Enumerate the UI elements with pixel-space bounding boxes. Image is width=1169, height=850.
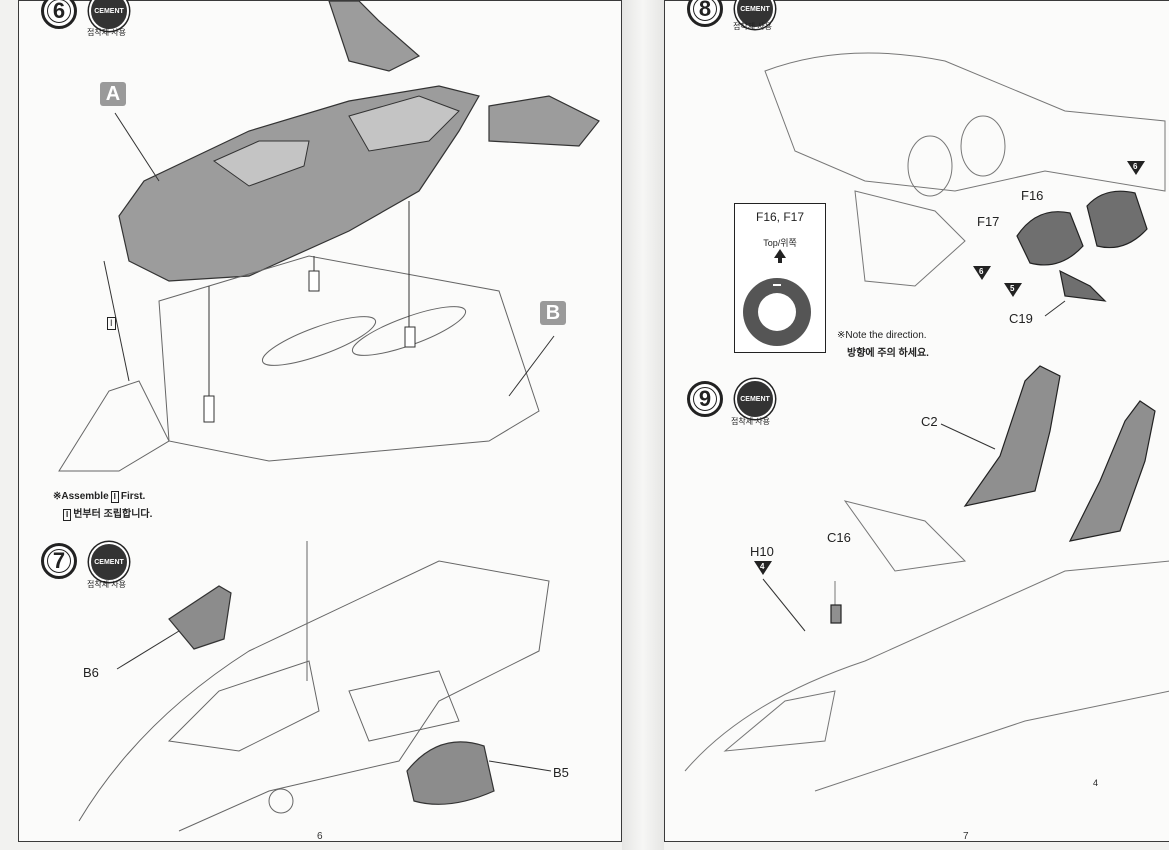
page-number: 6 <box>317 831 323 842</box>
vertical-tail-part <box>328 1 421 72</box>
right-page-drawing <box>684 52 1169 792</box>
direction-note-line2: 방향에 주의 하세요. <box>847 348 929 359</box>
note-prefix: ※Assemble <box>53 491 109 502</box>
nozzle-ring-diagram <box>743 278 811 346</box>
part-f17-shape <box>1016 211 1084 266</box>
part-label-f17: F17 <box>977 214 1000 229</box>
pin-part <box>203 395 215 423</box>
right-page: 8 CEMENT 접착제 사용 F16 F17 C19 6 5 6 ※Note … <box>664 0 1169 842</box>
step-6-number: 6 <box>41 0 77 29</box>
leader-b <box>508 335 555 397</box>
leader-b6 <box>116 630 180 670</box>
part-label-h10: H10 <box>750 544 774 559</box>
page-gutter <box>622 0 664 850</box>
cement-caption: 접착제 사용 <box>733 22 773 31</box>
triangle-label: 6 <box>1133 162 1138 171</box>
nozzle-ring-hole <box>758 293 796 331</box>
triangle-marker-4: 4 <box>754 561 772 575</box>
cement-icon: CEMENT <box>89 542 129 582</box>
part-b6-shape <box>168 585 232 650</box>
pin-part <box>404 326 416 348</box>
direction-inset-box: F16, F17 Top/위쪽 <box>734 203 826 353</box>
cockpit-canopy-area <box>723 690 836 752</box>
inset-top-label: Top/위쪽 <box>763 238 797 248</box>
part-c19-shape <box>1059 269 1107 302</box>
intake-fairing <box>261 316 377 366</box>
rear-fuselage <box>764 52 1166 192</box>
direction-note-line1: ※Note the direction. <box>837 330 927 341</box>
part-label-c19: C19 <box>1009 311 1033 326</box>
pin-part <box>308 270 320 292</box>
note-marker: I <box>110 491 119 503</box>
top-mark <box>773 284 781 286</box>
note-marker: I <box>63 509 72 521</box>
nose-wheel <box>268 788 294 814</box>
triangle-label: 6 <box>979 267 984 276</box>
cement-icon: CEMENT <box>735 379 775 419</box>
part-b5-shape <box>406 741 495 805</box>
ventral-fin <box>854 190 966 287</box>
triangle-marker-6: 6 <box>973 266 991 280</box>
note-suffix: First. <box>120 491 146 502</box>
note-korean: 번부터 조립합니다. <box>73 509 153 520</box>
leader-c2 <box>940 423 996 450</box>
intake-ramp <box>348 670 460 742</box>
step-9-number: 9 <box>687 381 723 417</box>
part-label-c16: C16 <box>827 530 851 545</box>
triangle-marker-5: 5 <box>1004 283 1022 297</box>
full-fuselage <box>684 560 1169 792</box>
triangle-label: 5 <box>1010 284 1015 293</box>
leader-b5 <box>488 760 552 772</box>
cement-caption: 접착제 사용 <box>87 28 127 37</box>
step-7-number: 7 <box>41 543 77 579</box>
leader-c19 <box>1044 300 1066 317</box>
part-label-b5: B5 <box>553 765 569 780</box>
wing-root <box>843 500 967 572</box>
leader-a <box>114 112 160 182</box>
left-page-drawing <box>58 1 600 832</box>
assembly-badge-a: A <box>100 82 126 106</box>
part-label-c2: C2 <box>921 414 938 429</box>
engine-bay <box>348 95 460 152</box>
cockpit-area <box>212 140 310 187</box>
triangle-label: 4 <box>760 562 765 571</box>
front-fuselage <box>78 560 550 832</box>
nozzle-right <box>960 115 1006 177</box>
page-number: 7 <box>963 831 969 842</box>
part-c16-shape <box>830 604 842 624</box>
nose-gear-area <box>58 380 170 472</box>
sub-assembly-marker: I <box>107 317 116 330</box>
guide-line <box>103 260 130 382</box>
cockpit-tub <box>167 660 320 752</box>
triangle-marker-6b: 6 <box>1127 161 1145 175</box>
part-label-f16: F16 <box>1021 188 1044 203</box>
horizontal-stabilizer-part <box>488 95 600 147</box>
corner-marker-4: 4 <box>1093 778 1099 788</box>
part-c2-fin-2 <box>1068 400 1156 542</box>
assembly-badge-b: B <box>540 301 566 325</box>
nozzle-left <box>907 135 953 197</box>
part-label-b6: B6 <box>83 665 99 680</box>
inset-title: F16, F17 <box>755 210 805 224</box>
cement-caption: 접착제 사용 <box>87 580 127 589</box>
part-f16-shape <box>1086 190 1148 249</box>
arrow-up-stem <box>778 257 782 263</box>
lower-wing-part-b <box>158 255 540 462</box>
part-c2-fin <box>963 365 1061 507</box>
cement-caption: 접착제 사용 <box>731 417 771 426</box>
cement-icon: CEMENT <box>89 0 129 31</box>
arrow-up-icon <box>774 249 786 258</box>
leader-h10 <box>762 578 806 632</box>
